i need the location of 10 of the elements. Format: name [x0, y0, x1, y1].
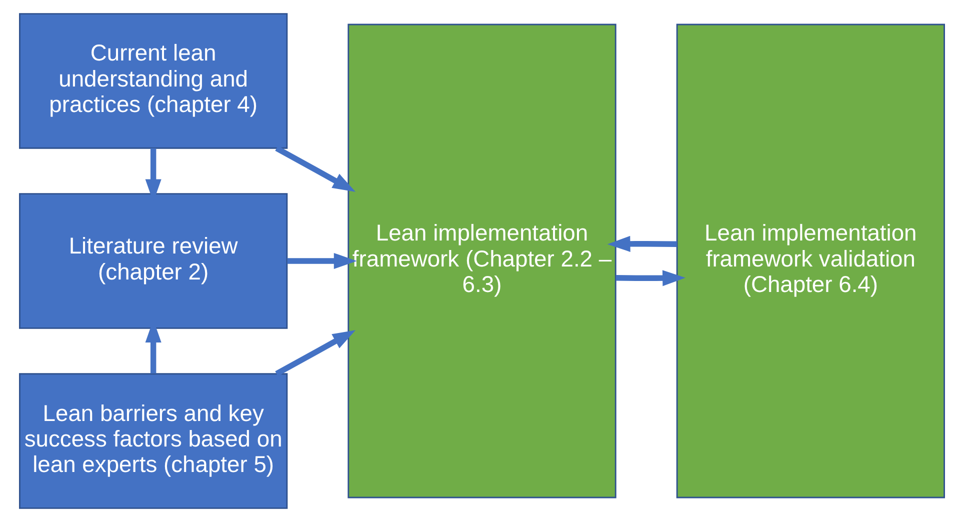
node-box: Literature review (chapter 2)	[18, 193, 288, 329]
arrow	[274, 330, 356, 376]
node-box: Current lean understanding and practices (chapter 4)	[18, 13, 288, 149]
node-box: Lean implementation framework validation (Chapter 6.4)	[676, 24, 944, 498]
node-box: Lean barriers and key success factors based on lean experts (chapter 5)	[18, 373, 288, 509]
node-box: Lean implementation framework (Chapter 2.2 – 6.3)	[347, 24, 616, 498]
arrow	[615, 270, 685, 286]
arrow	[286, 252, 356, 270]
arrow	[274, 146, 356, 192]
arrow	[606, 236, 676, 252]
